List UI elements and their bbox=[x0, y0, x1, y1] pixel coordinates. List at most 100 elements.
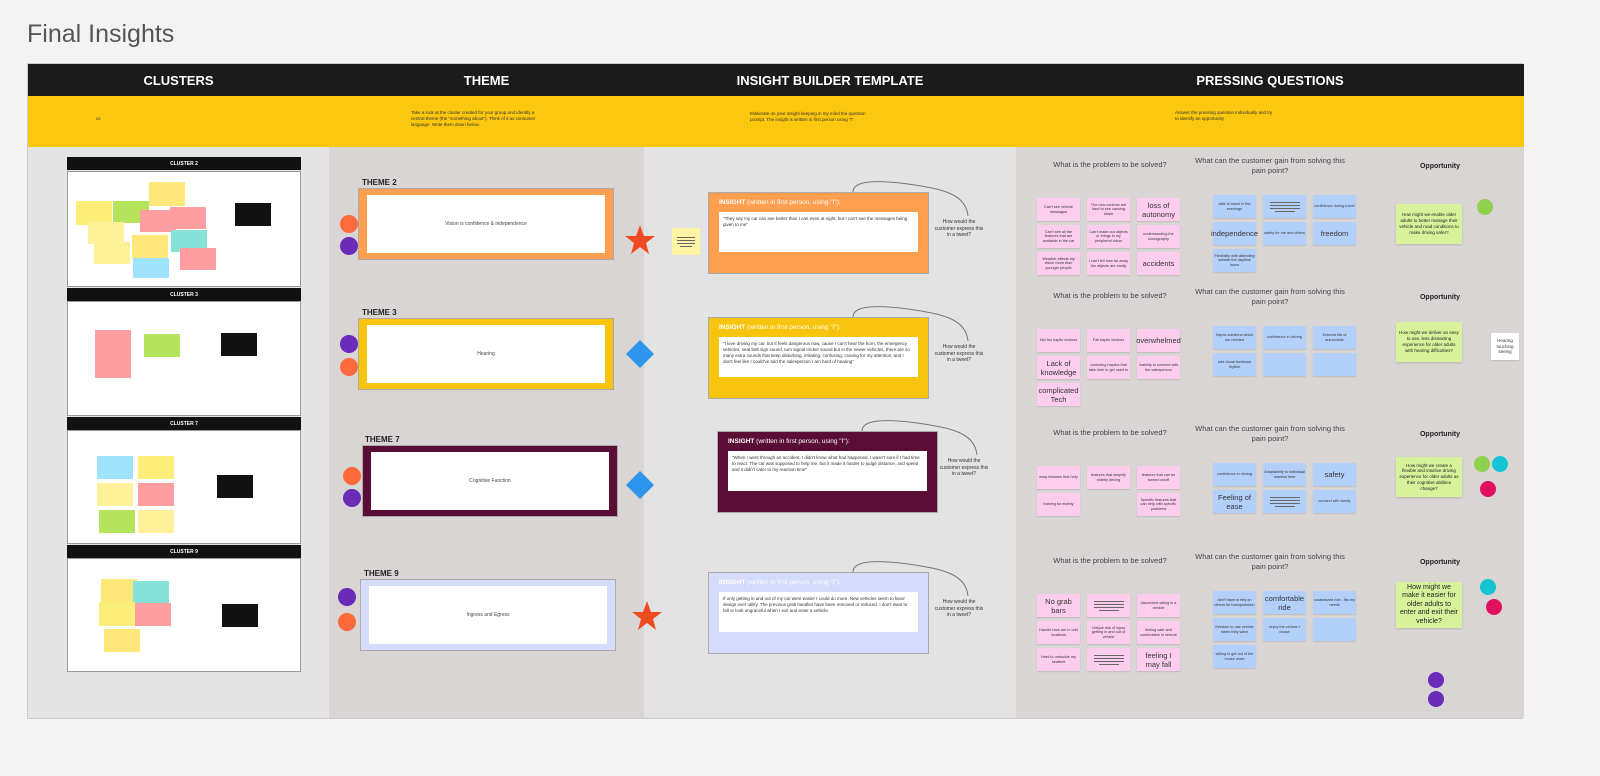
pink-dot-icon[interactable] bbox=[1486, 599, 1502, 615]
problem-sticky-note[interactable]: feeling safe and comfortable in vehicle bbox=[1137, 621, 1180, 644]
gain-sticky-note[interactable]: Flexibility with attending outside the d… bbox=[1213, 249, 1256, 272]
gain-sticky-note[interactable]: able to travel in the evenings bbox=[1213, 195, 1256, 218]
star-icon[interactable] bbox=[631, 600, 663, 632]
problem-sticky-note[interactable]: feeling I may fall bbox=[1137, 648, 1180, 671]
opportunity-sticky-note[interactable]: How might we make it easier for older ad… bbox=[1396, 582, 1462, 628]
problem-sticky-note[interactable]: Unique risk of injury getting in and out… bbox=[1087, 621, 1130, 644]
purple-dot-icon[interactable] bbox=[340, 237, 358, 255]
problem-sticky-note[interactable]: Hard to unbuckle my seatbelt bbox=[1037, 648, 1080, 671]
theme-text[interactable]: Ingress and Egress bbox=[369, 586, 607, 644]
insight-text[interactable]: "They say my car can see better than I c… bbox=[719, 212, 918, 252]
gain-sticky-note[interactable]: willing to get out of the house more bbox=[1213, 645, 1256, 668]
problem-sticky-note[interactable]: Can't make out objects or things in my p… bbox=[1087, 225, 1130, 248]
problem-sticky-note[interactable]: loss of autonomy bbox=[1137, 198, 1180, 221]
star-icon[interactable] bbox=[624, 224, 656, 256]
problem-sticky-note[interactable]: discomfort sitting in a vehicle bbox=[1137, 594, 1180, 617]
orange-dot-icon[interactable] bbox=[340, 358, 358, 376]
problem-sticky-note[interactable]: Lack of knowledge bbox=[1037, 356, 1080, 379]
orange-dot-icon[interactable] bbox=[340, 215, 358, 233]
opportunity-sticky-note[interactable]: How might we create a flexible and intui… bbox=[1396, 457, 1462, 497]
cluster-7-board[interactable] bbox=[67, 430, 301, 544]
theme-text[interactable]: Hearing bbox=[367, 325, 605, 383]
problem-sticky-note[interactable]: No grab bars bbox=[1037, 594, 1080, 617]
problem-sticky-note[interactable]: Not too haptic choices bbox=[1037, 329, 1080, 352]
purple-dot-icon[interactable] bbox=[1428, 672, 1444, 688]
problem-sticky-note[interactable]: understanding the iconography bbox=[1137, 225, 1180, 248]
gain-sticky-note[interactable]: Extends life of automobile bbox=[1313, 326, 1356, 349]
insight-text[interactable]: "I love driving my car, but it feels dan… bbox=[719, 337, 918, 377]
gain-sticky-note[interactable] bbox=[1313, 618, 1356, 641]
theme-card[interactable]: Ingress and Egress bbox=[360, 579, 616, 651]
problem-sticky-note[interactable]: Can't see vehicle messages bbox=[1037, 198, 1080, 221]
gain-sticky-note[interactable]: Adaptability to individual reaction time bbox=[1263, 463, 1306, 486]
side-sticky-note[interactable]: Hearing touching seeing bbox=[1491, 333, 1519, 360]
gain-sticky-note[interactable]: safety bbox=[1313, 463, 1356, 486]
theme-text[interactable]: Vision is confidence & independence bbox=[367, 195, 605, 253]
insight-text[interactable]: If only getting in and out of my car wer… bbox=[719, 592, 918, 632]
lines-placeholder-icon[interactable] bbox=[1263, 195, 1306, 218]
gain-sticky-note[interactable]: confidence in driving bbox=[1263, 326, 1306, 349]
green-dot-icon[interactable] bbox=[1477, 199, 1493, 215]
insight-card[interactable]: INSIGHT (written in first person, using … bbox=[708, 192, 929, 274]
gain-sticky-note[interactable]: Feeling of ease bbox=[1213, 490, 1256, 513]
gain-sticky-note[interactable] bbox=[1263, 353, 1306, 376]
problem-sticky-note[interactable]: accidents bbox=[1137, 252, 1180, 275]
problem-sticky-note[interactable]: easy features that help bbox=[1037, 466, 1080, 489]
cluster-2-board[interactable] bbox=[67, 171, 301, 287]
note-lines-icon[interactable] bbox=[672, 228, 700, 255]
theme-card[interactable]: Hearing bbox=[358, 318, 614, 390]
theme-card[interactable]: Cognitive Function bbox=[362, 445, 618, 517]
insight-card[interactable]: INSIGHT (written in first person, using … bbox=[717, 431, 938, 513]
problem-sticky-note[interactable]: Specific features that can help with spe… bbox=[1137, 493, 1180, 516]
purple-dot-icon[interactable] bbox=[1428, 691, 1444, 707]
diamond-icon[interactable] bbox=[624, 469, 656, 501]
purple-dot-icon[interactable] bbox=[338, 588, 356, 606]
problem-sticky-note[interactable]: training for elderly bbox=[1037, 493, 1080, 516]
cluster-9-board[interactable] bbox=[67, 558, 301, 672]
orange-dot-icon[interactable] bbox=[343, 467, 361, 485]
insight-text[interactable]: "When I went through an accident, I didn… bbox=[728, 451, 927, 491]
problem-sticky-note[interactable]: overwhelmed bbox=[1136, 329, 1181, 352]
purple-dot-icon[interactable] bbox=[340, 335, 358, 353]
gain-sticky-note[interactable]: freedom to use vehicle when they want bbox=[1213, 618, 1256, 641]
problem-sticky-note[interactable]: I can't tell how far away the objects ar… bbox=[1087, 252, 1130, 275]
problem-sticky-note[interactable]: confusing haptics that take time to get … bbox=[1087, 356, 1130, 379]
problem-sticky-note[interactable]: Can't see all the features that are avai… bbox=[1037, 225, 1080, 248]
gain-sticky-note[interactable]: confidence during travel bbox=[1313, 195, 1356, 218]
lines-placeholder-icon[interactable] bbox=[1263, 490, 1306, 513]
theme-card[interactable]: Vision is confidence & independence bbox=[358, 188, 614, 260]
gain-sticky-note[interactable]: safety for me and others bbox=[1263, 222, 1306, 245]
lines-placeholder-icon[interactable] bbox=[1087, 594, 1130, 617]
gain-sticky-note[interactable]: enjoy the vehicle I chose bbox=[1263, 618, 1306, 641]
diamond-icon[interactable] bbox=[624, 338, 656, 370]
orange-dot-icon[interactable] bbox=[338, 613, 356, 631]
gain-sticky-note[interactable] bbox=[1313, 353, 1356, 376]
problem-sticky-note[interactable]: Fail haptic choices bbox=[1087, 329, 1130, 352]
gain-sticky-note[interactable]: connect with family bbox=[1313, 490, 1356, 513]
gain-sticky-note[interactable]: confidence in driving bbox=[1213, 463, 1256, 486]
gain-sticky-note[interactable]: customized ride - fits my needs bbox=[1313, 591, 1356, 614]
problem-sticky-note[interactable]: complicated Tech bbox=[1037, 383, 1080, 406]
gain-sticky-note[interactable]: freedom bbox=[1313, 222, 1356, 245]
cyan-dot-icon[interactable] bbox=[1480, 579, 1496, 595]
opportunity-sticky-note[interactable]: How might we deliver an easy to use, les… bbox=[1396, 322, 1462, 362]
lines-placeholder-icon[interactable] bbox=[1087, 648, 1130, 671]
gain-sticky-note[interactable]: Haptic solutions which are needed bbox=[1213, 326, 1256, 349]
problem-sticky-note[interactable]: Inability to connect with the salesperso… bbox=[1137, 356, 1180, 379]
gain-sticky-note[interactable]: independence bbox=[1211, 222, 1258, 245]
pink-dot-icon[interactable] bbox=[1480, 481, 1496, 497]
problem-sticky-note[interactable]: Handle bars are in odd locations bbox=[1037, 621, 1080, 644]
theme-text[interactable]: Cognitive Function bbox=[371, 452, 609, 510]
cluster-3-board[interactable] bbox=[67, 301, 301, 416]
green-dot-icon[interactable] bbox=[1474, 456, 1490, 472]
purple-dot-icon[interactable] bbox=[343, 489, 361, 507]
gain-sticky-note[interactable]: add visual feedback rhythm bbox=[1213, 353, 1256, 376]
insight-card[interactable]: INSIGHT (written in first person, using … bbox=[708, 572, 929, 654]
problem-sticky-note[interactable]: features that simplify elderly driving bbox=[1087, 466, 1130, 489]
insight-card[interactable]: INSIGHT (written in first person, using … bbox=[708, 317, 929, 399]
opportunity-sticky-note[interactable]: How might we enable older adults to bett… bbox=[1396, 204, 1462, 244]
gain-sticky-note[interactable]: comfortable ride bbox=[1263, 591, 1306, 614]
problem-sticky-note[interactable]: Weather affects my vision more than youn… bbox=[1037, 252, 1080, 275]
problem-sticky-note[interactable]: features that can be turned on/off bbox=[1137, 466, 1180, 489]
cyan-dot-icon[interactable] bbox=[1492, 456, 1508, 472]
